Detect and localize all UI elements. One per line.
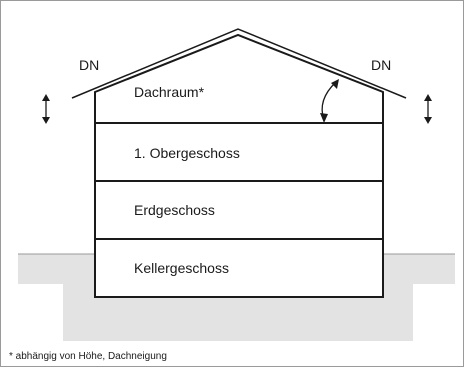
roof-pitch-angle-icon xyxy=(320,79,339,123)
floor-box-kellergeschoss xyxy=(94,238,384,298)
footnote: * abhängig von Höhe, Dachneigung xyxy=(9,351,167,362)
building xyxy=(71,28,407,298)
roof-pitch-label-right: DN xyxy=(371,57,391,73)
roof-line xyxy=(71,28,407,99)
height-arrow-left-icon xyxy=(42,94,50,124)
floor-label-erdgeschoss: Erdgeschoss xyxy=(134,202,215,218)
height-arrow-right-icon xyxy=(424,94,432,124)
attic-outline xyxy=(94,33,384,123)
roof-pitch-label-left: DN xyxy=(79,57,99,73)
ground-left xyxy=(18,254,96,284)
ground-right xyxy=(383,254,455,284)
floor-label-dachraum: Dachraum* xyxy=(134,84,205,100)
floor-label-kellergeschoss: Kellergeschoss xyxy=(134,260,229,276)
floor-label-obergeschoss: 1. Obergeschoss xyxy=(134,145,240,161)
